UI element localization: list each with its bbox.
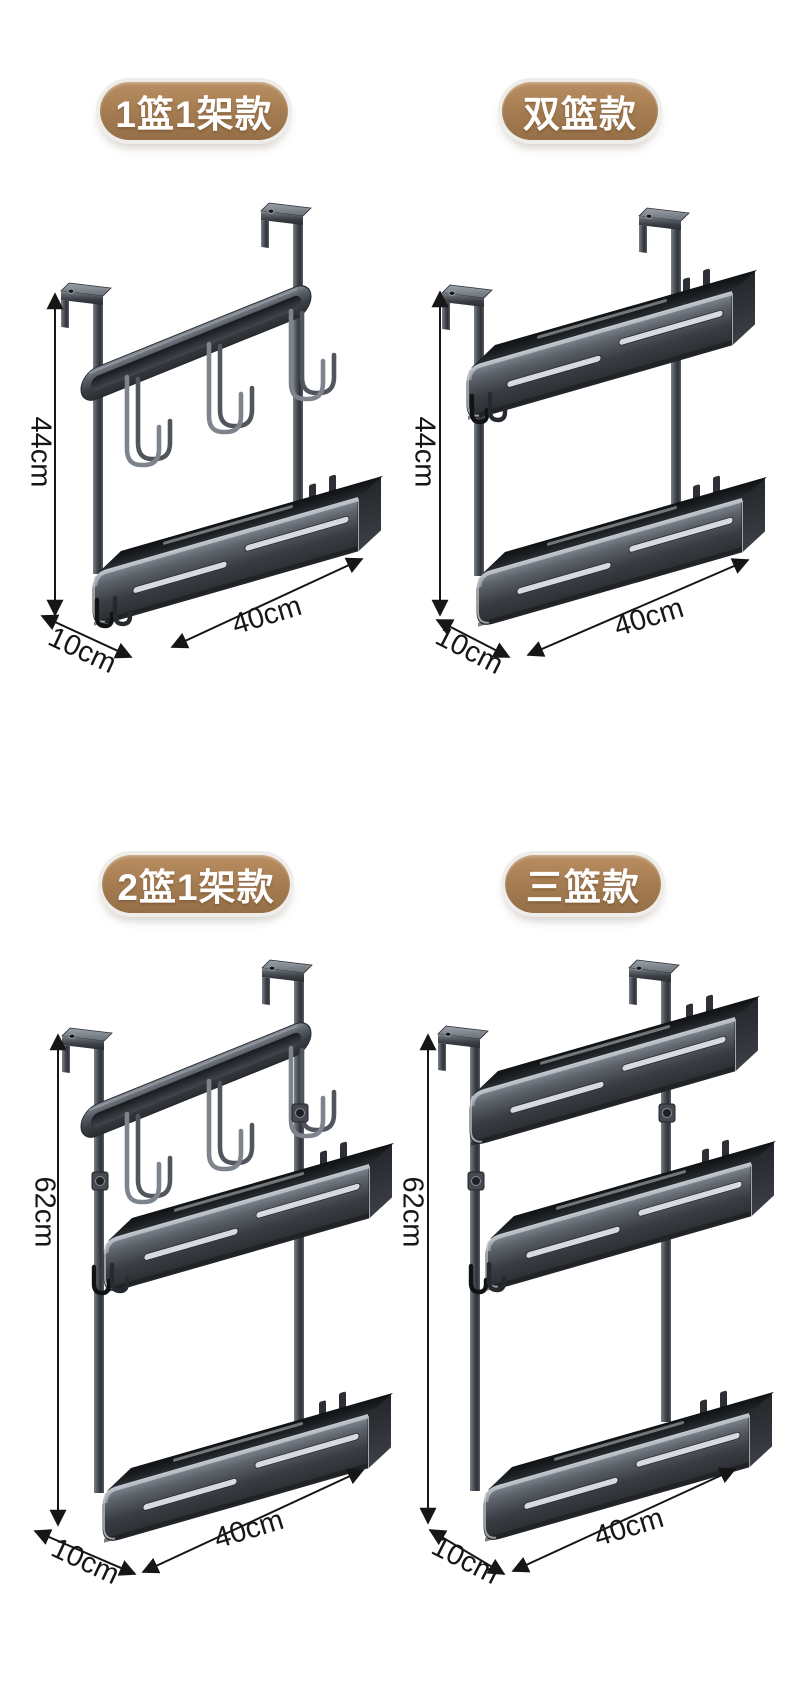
dim-height-variant-3: 62cm (28, 1176, 61, 1248)
illustration-variant-1 (40, 202, 384, 659)
variant-badge-4-label: 三篮款 (526, 867, 640, 908)
variant-badge-3: 2篮1架款 (102, 855, 290, 913)
variant-badge-1: 1篮1架款 (100, 82, 288, 140)
illustration-variant-2 (431, 207, 768, 658)
variant-badge-2-label: 双篮款 (523, 94, 637, 135)
variant-badge-2: 双篮款 (502, 82, 658, 140)
dim-height-variant-1: 44cm (24, 416, 57, 488)
variant-badge-3-label: 2篮1架款 (117, 867, 275, 908)
illustration-variant-3 (33, 959, 395, 1576)
dim-height-variant-4: 62cm (396, 1176, 429, 1248)
dim-height-variant-2: 44cm (408, 416, 441, 488)
variant-badge-4: 三篮款 (505, 855, 661, 913)
illustration-variant-4 (419, 959, 777, 1575)
variant-badge-1-label: 1篮1架款 (115, 94, 273, 135)
